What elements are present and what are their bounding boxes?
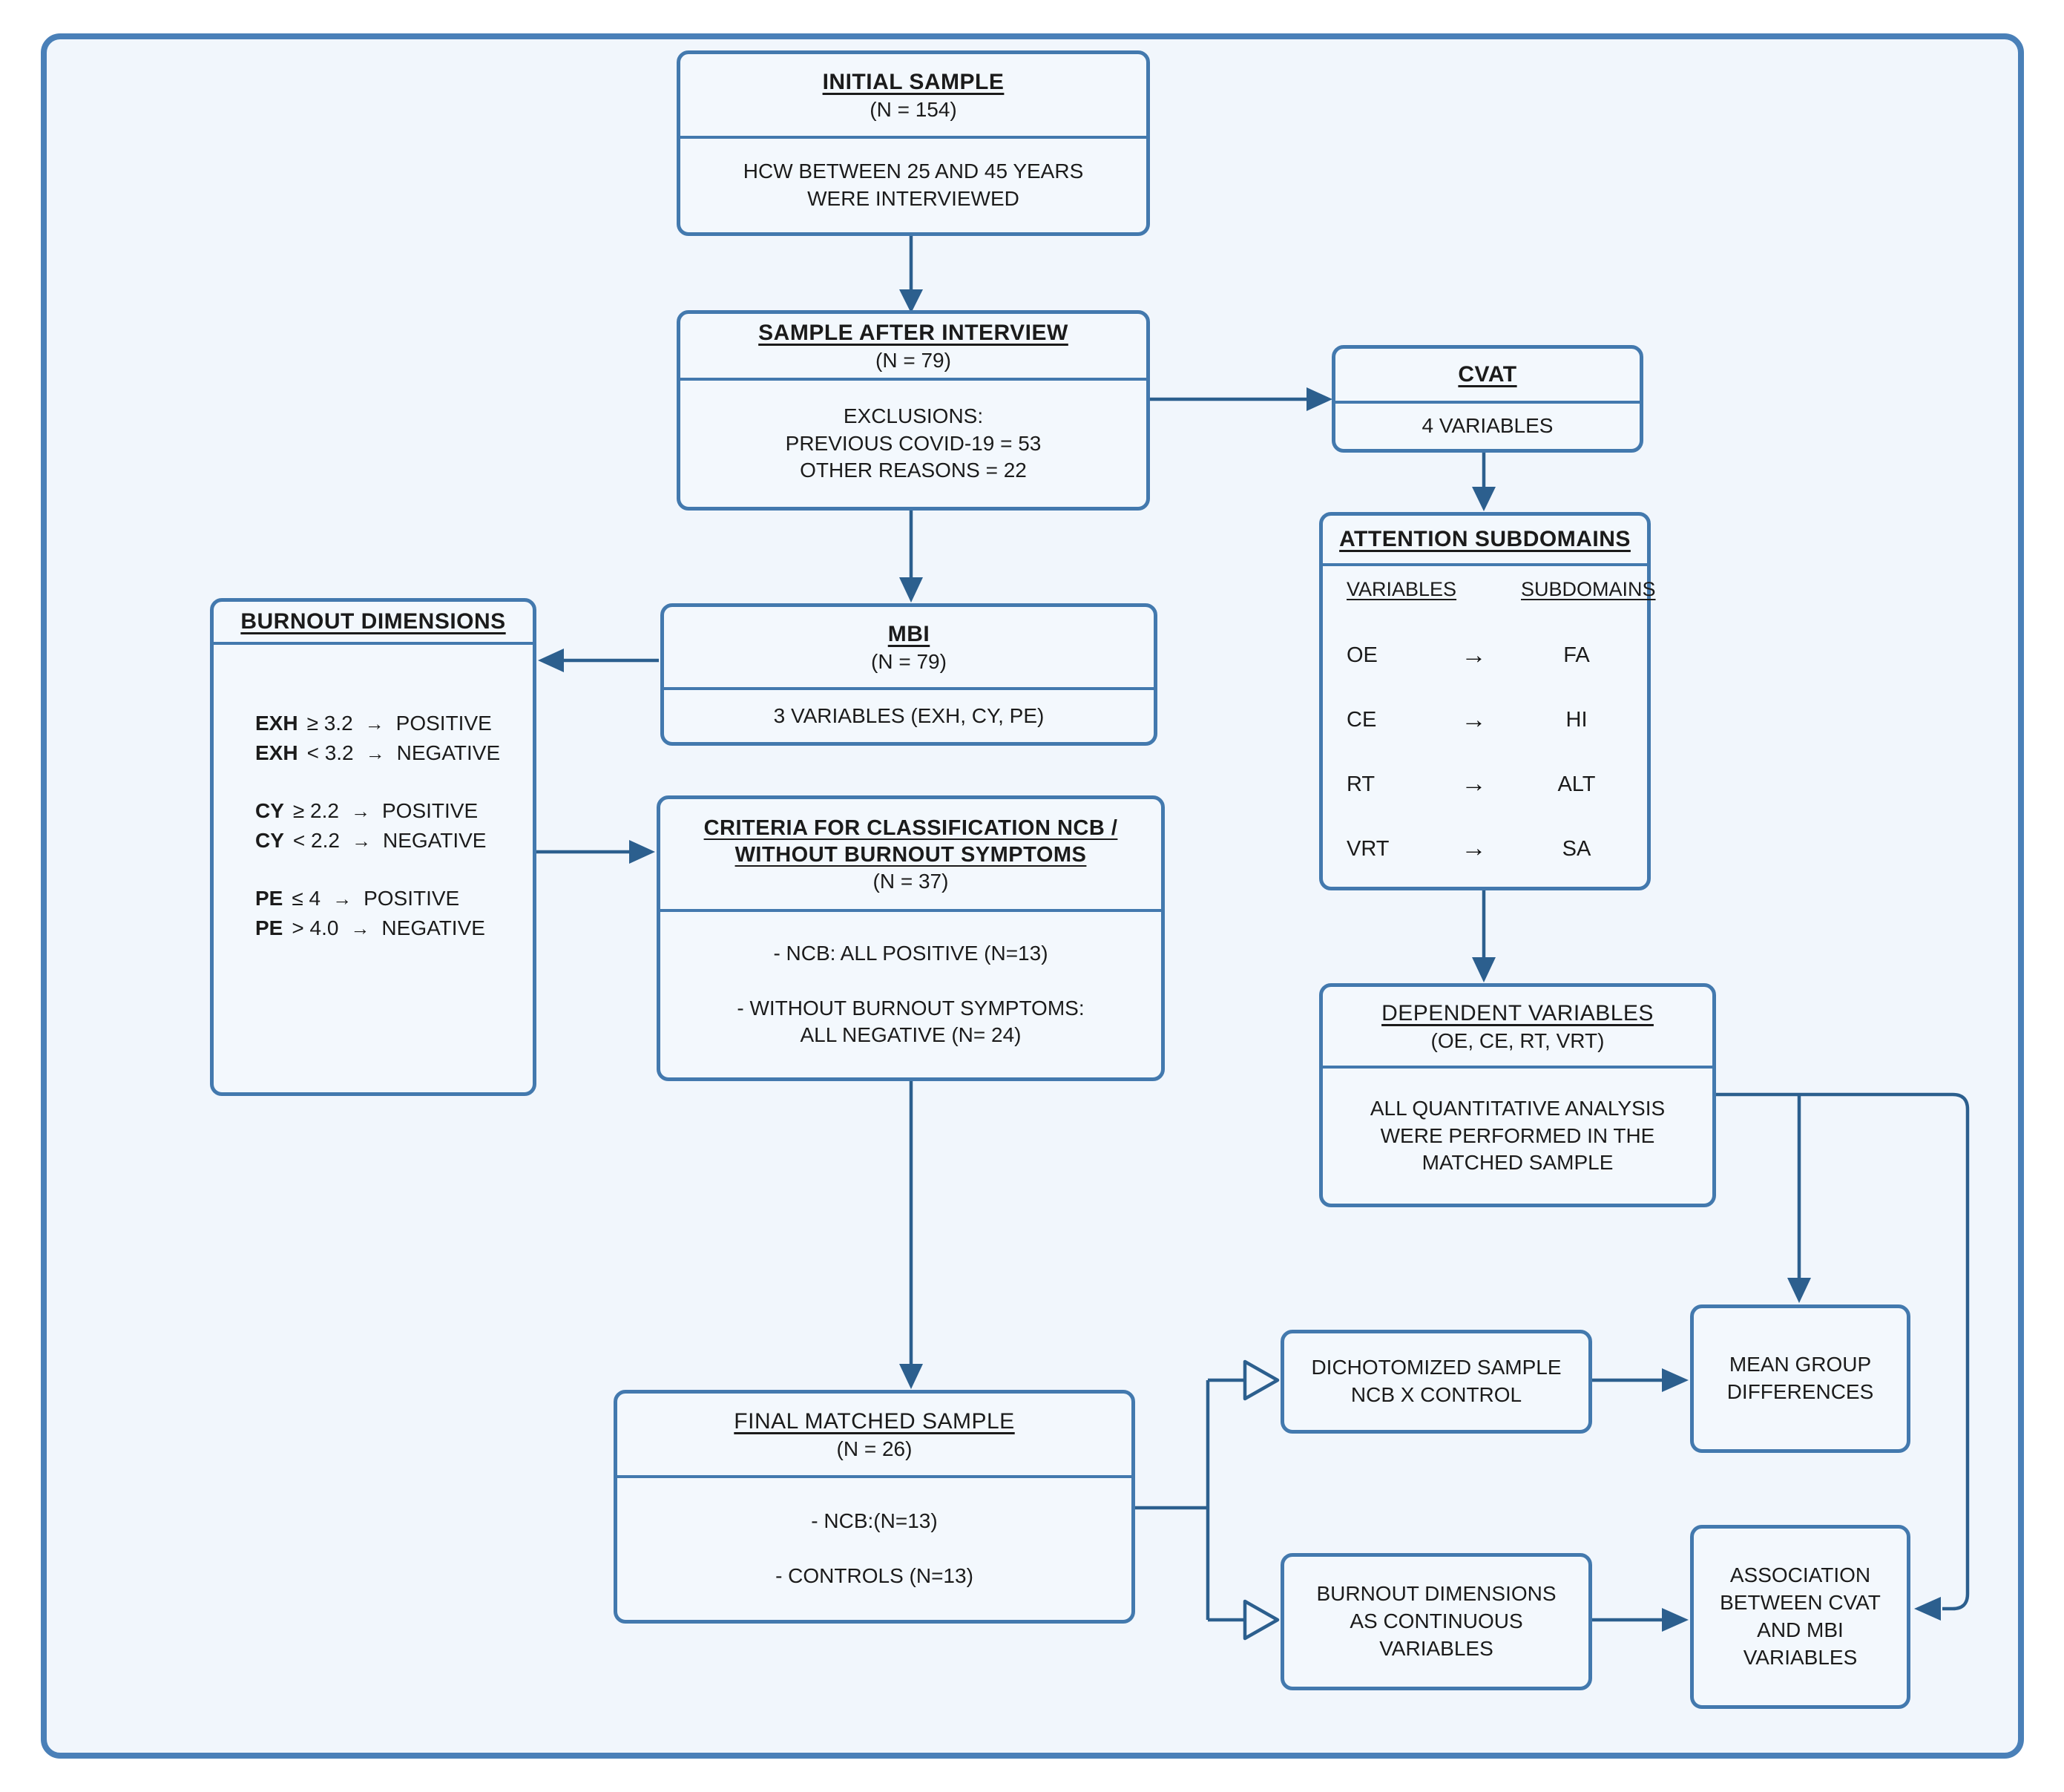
maps-to-arrow-icon: → [1461,769,1487,798]
box-dichotomized-sample: DICHOTOMIZED SAMPLE NCB X CONTROL [1281,1330,1592,1434]
box-body-text: DICHOTOMIZED SAMPLE NCB X CONTROL [1311,1356,1562,1406]
classification: NEGATIVE [382,829,487,852]
box-mbi-header: MBI (N = 79) [664,607,1154,690]
sample-size: (N = 79) [875,348,951,372]
dimension-label: PE [255,916,283,939]
box-title: CVAT [1458,362,1517,387]
box-title: FINAL MATCHED SAMPLE [734,1409,1015,1434]
attention-row: RT → ALT [1338,767,1632,801]
box-initial-sample-header: INITIAL SAMPLE (N = 154) [680,54,1146,139]
attention-row: CE → HI [1338,703,1632,737]
condition: ≥ 2.2 [292,799,339,822]
box-body-text: - NCB: ALL POSITIVE (N=13) - WITHOUT BUR… [737,941,1085,1047]
box-cvat: CVAT 4 VARIABLES [1332,345,1643,453]
attention-row: OE → FA [1338,639,1632,672]
box-burnout-dimensions: BURNOUT DIMENSIONS EXH ≥ 3.2 → POSITIVE … [210,598,536,1096]
burnout-rule: CY ≥ 2.2 → POSITIVE [255,796,478,826]
subdomain-label: ALT [1557,772,1596,796]
burnout-rule: PE > 4.0 → NEGATIVE [255,913,485,943]
maps-to-arrow-icon: → [1461,640,1487,669]
condition: > 4.0 [292,916,339,939]
box-body-text: ASSOCIATION BETWEEN CVAT AND MBI VARIABL… [1720,1563,1881,1669]
box-burnout-header: BURNOUT DIMENSIONS [214,602,533,645]
variable-label: VRT [1347,836,1390,861]
box-initial-sample: INITIAL SAMPLE (N = 154) HCW BETWEEN 25 … [677,50,1150,236]
sample-size: (N = 154) [870,97,957,121]
box-classification-criteria: CRITERIA FOR CLASSIFICATION NCB / WITHOU… [657,795,1165,1081]
box-title: CRITERIA FOR CLASSIFICATION NCB / WITHOU… [703,815,1118,867]
dimension-label: EXH [255,712,298,735]
box-criteria-header: CRITERIA FOR CLASSIFICATION NCB / WITHOU… [660,799,1161,912]
subdomain-label: HI [1565,707,1588,732]
box-body-text: MEAN GROUP DIFFERENCES [1726,1353,1874,1403]
maps-to-arrow-icon: → [351,830,371,852]
classification: NEGATIVE [381,916,485,939]
classification: POSITIVE [364,887,460,910]
maps-to-arrow-icon: → [350,800,370,822]
condition: < 3.2 [306,741,354,764]
box-attention-header: ATTENTION SUBDOMAINS [1323,516,1647,566]
burnout-rule: EXH ≥ 3.2 → POSITIVE [255,709,492,738]
maps-to-arrow-icon: → [350,917,370,939]
maps-to-arrow-icon: → [365,742,385,764]
variable-label: CE [1347,707,1377,732]
sample-size: (N = 26) [836,1437,913,1460]
box-sample-after-interview-header: SAMPLE AFTER INTERVIEW (N = 79) [680,314,1146,381]
attention-row: VRT → SA [1338,832,1632,865]
attention-column-headers: VARIABLES SUBDOMAINS [1338,577,1656,603]
maps-to-arrow-icon: → [332,887,352,910]
maps-to-arrow-icon: → [1461,705,1487,734]
box-title: ATTENTION SUBDOMAINS [1339,527,1631,552]
box-association-cvat-mbi: ASSOCIATION BETWEEN CVAT AND MBI VARIABL… [1690,1525,1910,1709]
box-sample-after-interview: SAMPLE AFTER INTERVIEW (N = 79) EXCLUSIO… [677,310,1150,511]
maps-to-arrow-icon: → [364,712,384,735]
dimension-label: EXH [255,741,298,764]
box-title: BURNOUT DIMENSIONS [240,609,506,634]
box-cvat-header: CVAT [1335,349,1640,404]
burnout-rule: PE ≤ 4 → POSITIVE [255,884,459,913]
sample-size: (N = 79) [871,649,947,673]
variables-list: (OE, CE, RT, VRT) [1430,1028,1605,1052]
dimension-label: CY [255,799,284,822]
condition: ≤ 4 [292,887,321,910]
classification: POSITIVE [381,799,479,822]
box-body-text: HCW BETWEEN 25 AND 45 YEARS WERE INTERVI… [743,160,1084,210]
box-body-text: BURNOUT DIMENSIONS AS CONTINUOUS VARIABL… [1316,1582,1557,1660]
box-attention-subdomains: ATTENTION SUBDOMAINS VARIABLES SUBDOMAIN… [1319,512,1656,890]
column-header-variables: VARIABLES [1347,578,1457,600]
box-title: SAMPLE AFTER INTERVIEW [758,321,1068,346]
box-dependent-variables: DEPENDENT VARIABLES (OE, CE, RT, VRT) AL… [1319,983,1716,1207]
condition: < 2.2 [292,829,340,852]
box-mbi: MBI (N = 79) 3 VARIABLES (EXH, CY, PE) [660,603,1157,746]
box-body-text: - NCB:(N=13) - CONTROLS (N=13) [775,1509,973,1587]
box-mean-group-differences: MEAN GROUP DIFFERENCES [1690,1304,1910,1453]
column-header-subdomains: SUBDOMAINS [1521,578,1656,600]
variable-label: RT [1347,772,1376,796]
box-final-matched-sample: FINAL MATCHED SAMPLE (N = 26) - NCB:(N=1… [614,1390,1135,1624]
subdomain-label: FA [1563,643,1590,667]
box-body-text: 4 VARIABLES [1422,414,1554,438]
burnout-rule: CY < 2.2 → NEGATIVE [255,826,486,856]
box-title: DEPENDENT VARIABLES [1381,1001,1654,1026]
box-final-header: FINAL MATCHED SAMPLE (N = 26) [617,1394,1131,1478]
sample-size: (N = 37) [872,870,949,893]
box-body-text: 3 VARIABLES (EXH, CY, PE) [773,703,1045,727]
box-dependent-header: DEPENDENT VARIABLES (OE, CE, RT, VRT) [1323,987,1712,1069]
box-title: MBI [887,622,930,647]
box-body-text: ALL QUANTITATIVE ANALYSIS WERE PERFORMED… [1370,1096,1666,1175]
dimension-label: PE [255,887,283,910]
maps-to-arrow-icon: → [1461,834,1487,863]
condition: ≥ 3.2 [306,712,353,735]
variable-label: OE [1347,643,1378,667]
box-body-text: EXCLUSIONS: PREVIOUS COVID-19 = 53 OTHER… [785,404,1042,482]
subdomain-label: SA [1562,836,1591,861]
classification: NEGATIVE [396,741,501,764]
box-burnout-continuous-variables: BURNOUT DIMENSIONS AS CONTINUOUS VARIABL… [1281,1553,1592,1690]
box-title: INITIAL SAMPLE [822,70,1005,95]
dimension-label: CY [255,829,284,852]
classification: POSITIVE [395,712,492,735]
burnout-rule: EXH < 3.2 → NEGATIVE [255,738,500,768]
